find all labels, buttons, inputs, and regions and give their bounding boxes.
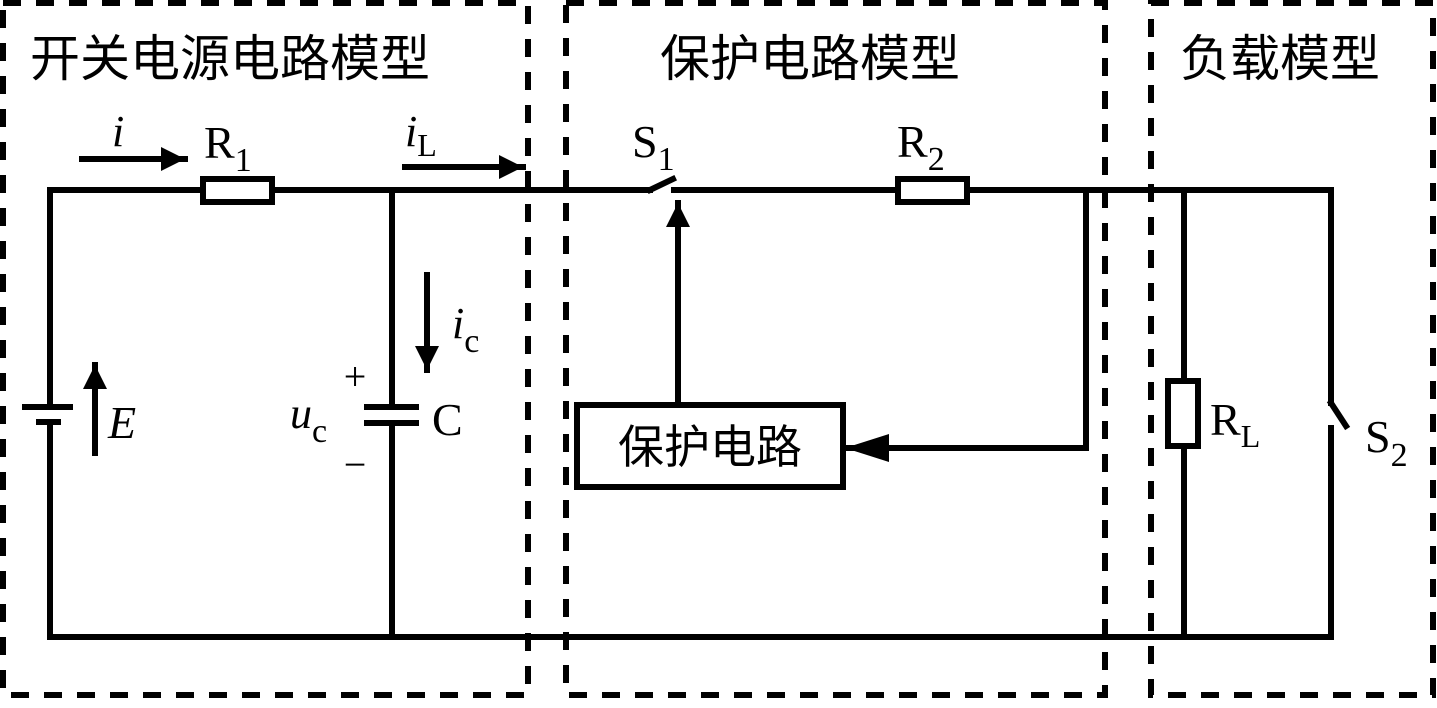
label-S1-main: S xyxy=(632,116,658,167)
label-iL-main: i xyxy=(405,107,417,156)
label-S2-main: S xyxy=(1365,411,1391,462)
label-S2: S2 xyxy=(1365,411,1408,474)
label-R2-main: R xyxy=(897,116,928,167)
label-C: C xyxy=(432,394,463,445)
label-R2-sub: 2 xyxy=(928,141,945,178)
resistor-R1 xyxy=(200,176,275,205)
label-ic: ic xyxy=(452,299,479,360)
resistor-R2 xyxy=(895,176,970,205)
label-RL-main: R xyxy=(1210,394,1241,445)
label-R1-main: R xyxy=(204,117,235,168)
switch-S2-blade xyxy=(1326,398,1351,431)
protection-circuit-block xyxy=(574,402,846,490)
label-S2-sub: 2 xyxy=(1391,437,1408,474)
label-ic-sub: c xyxy=(464,323,479,360)
resistor-RL xyxy=(1165,378,1201,449)
switch-S1-blade xyxy=(645,174,678,195)
label-iL-sub: L xyxy=(417,127,437,163)
label-iL: iL xyxy=(405,107,437,163)
label-S1-sub: 1 xyxy=(658,141,675,178)
label-uc-main: u xyxy=(290,389,312,438)
region-protection-box xyxy=(563,0,1108,698)
label-R1-sub: 1 xyxy=(235,142,252,179)
label-uc: uc xyxy=(290,389,327,450)
label-ic-main: i xyxy=(452,299,464,348)
label-R2: R2 xyxy=(897,116,945,178)
sense-line xyxy=(845,187,1089,451)
label-RL-sub: L xyxy=(1241,418,1261,454)
label-R1: R1 xyxy=(204,117,252,179)
label-i: i xyxy=(112,107,124,156)
region-power-box xyxy=(0,0,531,698)
label-S1: S1 xyxy=(632,116,675,178)
label-plus: + xyxy=(344,354,367,399)
label-uc-sub: c xyxy=(312,413,327,450)
region-protection-title: 保护电路模型 xyxy=(660,30,960,88)
region-power-title: 开关电源电路模型 xyxy=(30,30,430,88)
label-minus: − xyxy=(344,442,367,487)
protection-circuit-label: 保护电路 xyxy=(618,420,802,474)
sense-arrowhead xyxy=(845,434,889,462)
label-E: E xyxy=(107,397,136,448)
label-RL: RL xyxy=(1210,394,1260,454)
region-load-title: 负载模型 xyxy=(1180,30,1380,88)
region-load-box xyxy=(1148,0,1436,698)
